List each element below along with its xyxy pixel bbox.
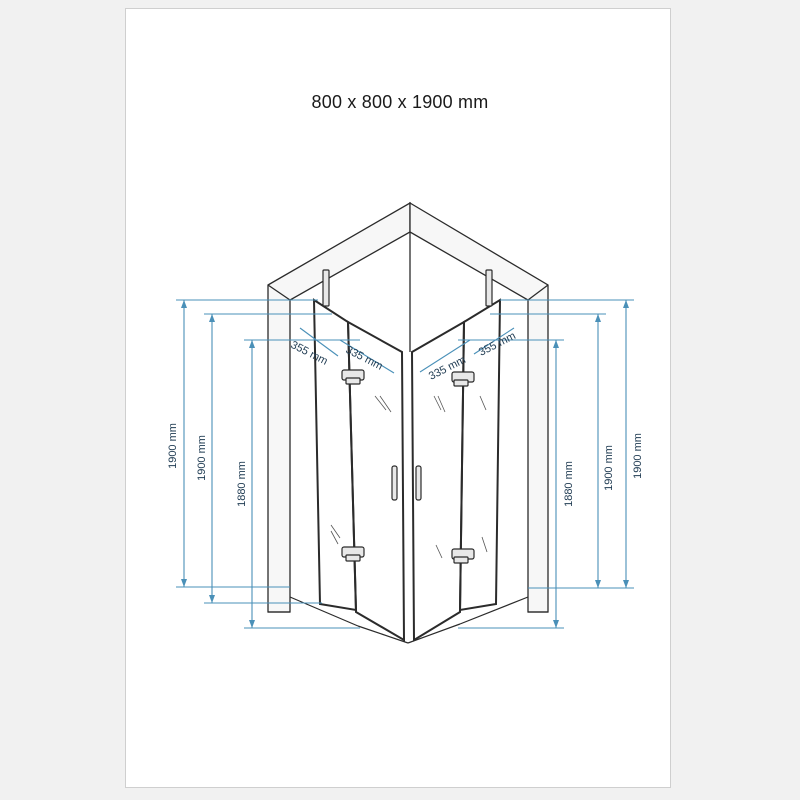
right-inner-height-label: 1900 mm <box>603 445 615 491</box>
right-wall <box>409 201 549 613</box>
drawing-sheet <box>125 8 671 788</box>
handle-right <box>415 465 422 501</box>
arrowheads <box>181 300 629 628</box>
right-door-panel <box>410 320 466 642</box>
glass-reflections <box>330 395 488 559</box>
glass-panels <box>312 298 502 642</box>
drawing-title: 800 x 800 x 1900 mm <box>311 92 489 112</box>
left-fixed-width-label: 355 mm <box>289 339 330 368</box>
hardware <box>322 269 493 564</box>
wall-bracket-left <box>322 269 330 307</box>
dimension-lines <box>176 299 634 629</box>
left-door-panel <box>346 320 406 642</box>
floor-lines <box>268 596 548 644</box>
left-door-height-label: 1880 mm <box>236 461 248 507</box>
right-fixed-panel <box>458 298 502 612</box>
wall-bracket-right <box>485 269 493 307</box>
right-door-height-label: 1880 mm <box>563 461 575 507</box>
corner-walls <box>267 201 549 613</box>
left-inner-height-label: 1900 mm <box>196 435 208 481</box>
left-outer-height-label: 1900 mm <box>167 423 179 469</box>
right-outer-height-label: 1900 mm <box>632 433 644 479</box>
handle-left <box>391 465 398 501</box>
left-wall <box>267 201 411 613</box>
right-fixed-width-label: 355 mm <box>477 330 518 359</box>
